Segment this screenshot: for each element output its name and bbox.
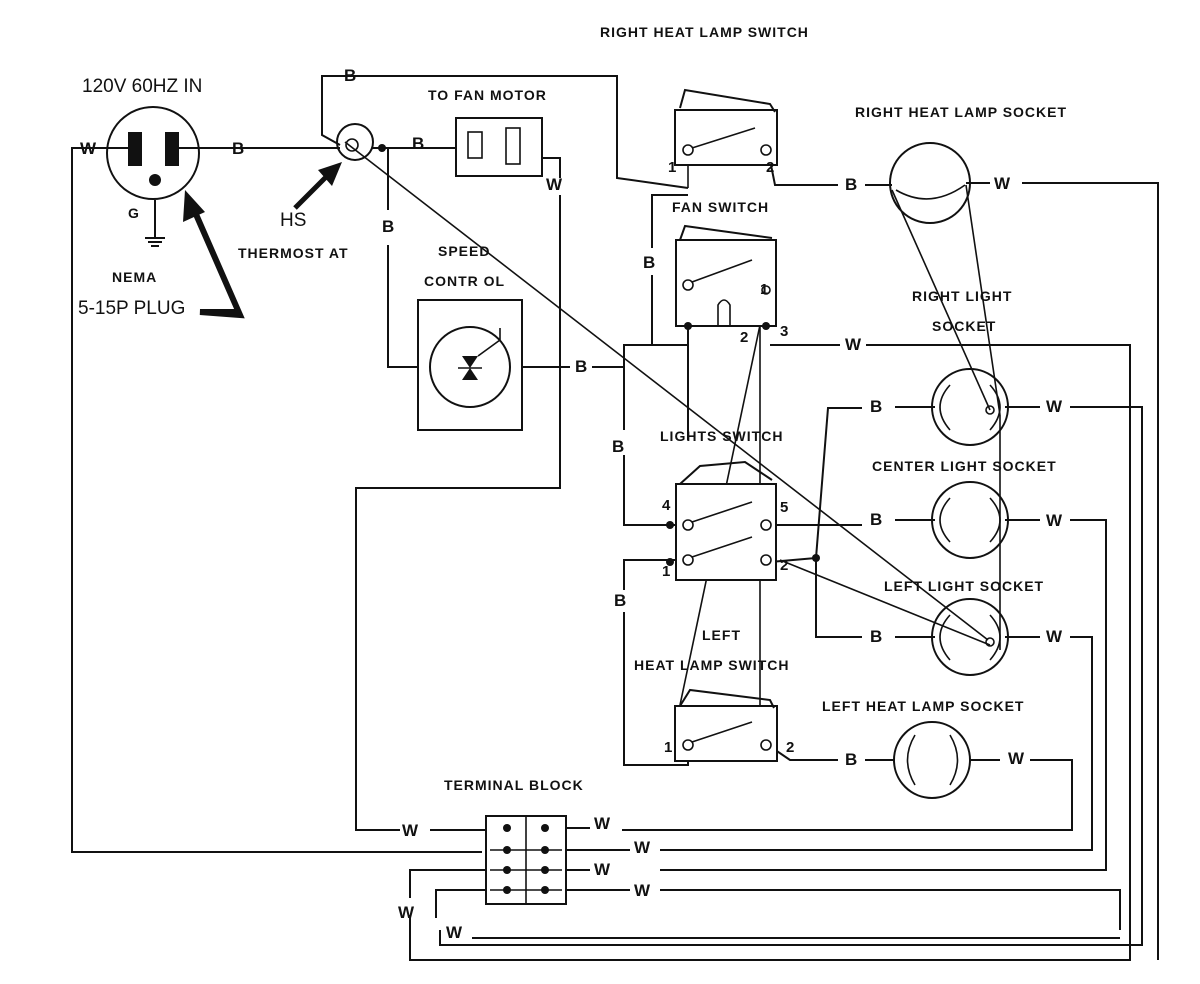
right-light-socket-label-1: RIGHT LIGHT: [912, 288, 1012, 304]
wire-label-black: B: [614, 591, 626, 610]
right-light-socket-label-2: SOCKET: [932, 318, 996, 334]
wire-label-white: W: [1046, 511, 1063, 530]
thermostat-label: THERMOST AT: [238, 245, 349, 261]
nema-label: NEMA: [112, 269, 157, 285]
wire-label-black: B: [643, 253, 655, 272]
speed-label: SPEED: [438, 243, 490, 259]
left-heat-lamp-socket: [893, 721, 971, 799]
terminal-block-label: TERMINAL BLOCK: [444, 777, 584, 793]
wire-label-white: W: [80, 139, 97, 158]
wire-label-black: B: [870, 627, 882, 646]
hs-label: HS: [280, 210, 306, 231]
speed-control: [417, 299, 523, 431]
wire-label-black: B: [870, 510, 882, 529]
right-heat-lamp-switch-label: RIGHT HEAT LAMP SWITCH: [600, 24, 809, 40]
terminal-number: 1: [662, 563, 670, 580]
plug-arrow: [183, 190, 245, 319]
terminal-number: 2: [740, 329, 748, 346]
right-light-socket: [931, 368, 1009, 446]
lights-switch-label: LIGHTS SWITCH: [660, 428, 783, 444]
wire-label-black: B: [845, 175, 857, 194]
terminal-block: [485, 815, 567, 905]
wire-label-black: B: [232, 139, 244, 158]
wire-label-white: W: [402, 821, 419, 840]
right-heat-lamp-socket-label: RIGHT HEAT LAMP SOCKET: [855, 104, 1067, 120]
fan-switch-label: FAN SWITCH: [672, 199, 769, 215]
wire-label-white: W: [1046, 627, 1063, 646]
to-fan-motor-label: TO FAN MOTOR: [428, 87, 547, 103]
terminal-number: 1: [760, 281, 768, 298]
control-label: CONTR OL: [424, 273, 505, 289]
wire-label-black: B: [382, 217, 394, 236]
thermostat: [293, 123, 386, 210]
terminal-number: 2: [786, 739, 794, 756]
terminal-number: 3: [780, 323, 788, 340]
plug-model-label: 5-15P PLUG: [78, 298, 185, 319]
fan-switch: [675, 224, 777, 330]
terminal-number: 4: [662, 497, 671, 514]
wire-label-black: B: [412, 134, 424, 153]
wire-label-black: B: [344, 66, 356, 85]
wire-label-white: W: [446, 923, 463, 942]
wire-label-white: W: [546, 175, 563, 194]
wire-label-white: W: [594, 814, 611, 833]
center-light-socket: [931, 481, 1009, 559]
wire-label-white: W: [594, 860, 611, 879]
wire-label-white: W: [634, 881, 651, 900]
terminal-number: 5: [780, 499, 788, 516]
left-heat-lamp-switch-label-1: LEFT: [702, 627, 741, 643]
left-heat-lamp-switch-label-2: HEAT LAMP SWITCH: [634, 657, 789, 673]
wire-label-black: B: [575, 357, 587, 376]
lights-switch: [666, 460, 820, 581]
left-heat-lamp-socket-label: LEFT HEAT LAMP SOCKET: [822, 698, 1024, 714]
terminal-number: 2: [780, 557, 788, 574]
wire-label-white: W: [845, 335, 862, 354]
left-light-socket: [931, 598, 1009, 676]
wire-label-white: W: [994, 174, 1011, 193]
ground-label: G: [128, 205, 140, 221]
right-heat-lamp-socket: [889, 142, 971, 224]
left-light-socket-label: LEFT LIGHT SOCKET: [884, 578, 1044, 594]
fan-motor: [455, 117, 543, 177]
wire-label-white: W: [1008, 749, 1025, 768]
wire-label-white: W: [1046, 397, 1063, 416]
power-label: 120V 60HZ IN: [82, 76, 202, 97]
wire-label-white: W: [398, 903, 415, 922]
terminal-number: 1: [664, 739, 672, 756]
left-heat-lamp-switch: [674, 688, 778, 762]
wire-label-black: B: [612, 437, 624, 456]
wire-labels: W B B B W B B B B W W B B W B W B B W B …: [80, 66, 1063, 942]
terminal-numbers: 1 2 1 2 3 4 5 1 2 1 2: [662, 159, 794, 756]
terminal-number: 1: [668, 159, 676, 176]
terminal-number: 2: [766, 159, 774, 176]
wire-label-black: B: [870, 397, 882, 416]
right-heat-lamp-switch: [674, 88, 778, 166]
nema-plug: [105, 106, 200, 247]
wire-label-black: B: [845, 750, 857, 769]
wires: [71, 75, 1159, 961]
center-light-socket-label: CENTER LIGHT SOCKET: [872, 458, 1057, 474]
wire-label-white: W: [634, 838, 651, 857]
